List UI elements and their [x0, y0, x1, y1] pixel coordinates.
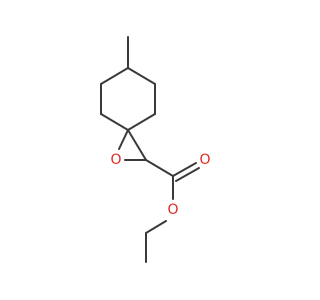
carbonyl-bond-a [172, 162, 197, 177]
ester-oxygen-label: O [167, 202, 178, 218]
ring-bond-4 [127, 113, 156, 131]
carboxyl-bond [145, 159, 174, 177]
epoxide-co-bond-1 [118, 129, 129, 150]
structure-canvas: O O O [100, 36, 211, 263]
ethoxy-bond-1 [145, 220, 167, 234]
molecule-structure: O O O [100, 36, 211, 263]
ring-bond-6 [127, 67, 156, 85]
epoxide-oxygen-label: O [110, 152, 121, 168]
ring-bond-3 [100, 113, 129, 131]
carbonyl-oxygen-label: O [199, 152, 210, 168]
carbonyl-bond-b [175, 167, 200, 182]
epoxide-cc-bond [127, 129, 147, 161]
ring-bond-1 [100, 67, 129, 85]
